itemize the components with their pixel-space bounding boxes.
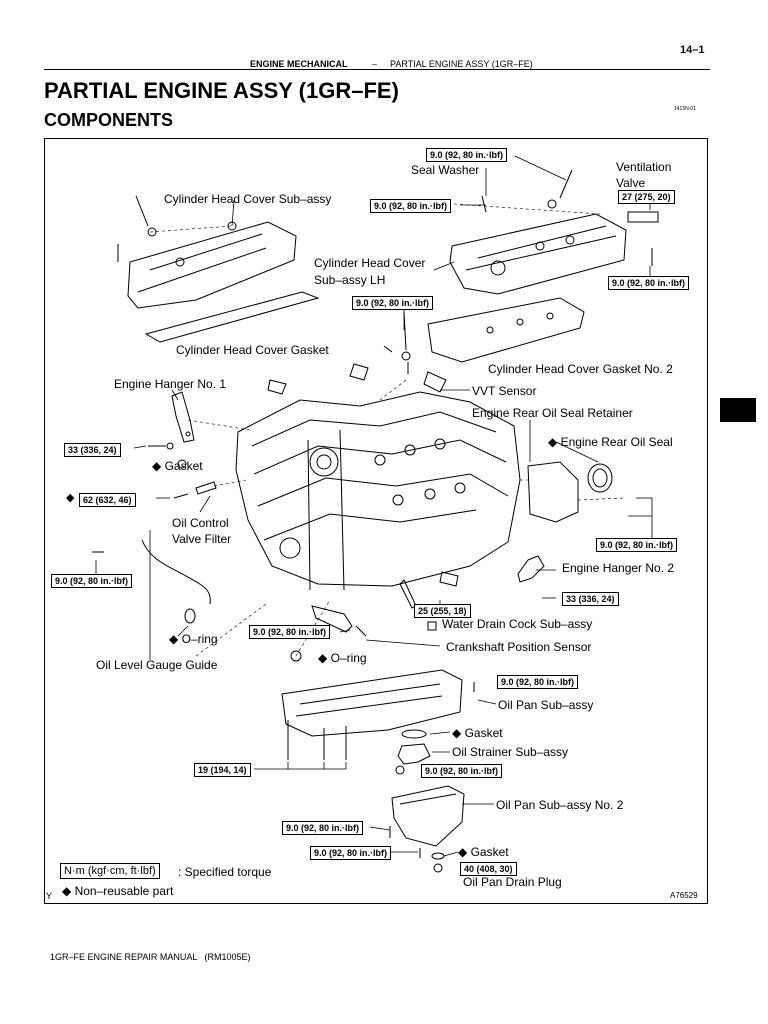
- cylinder-head-cover-lh-drawing: [449, 169, 659, 295]
- label-oil-control-valve-filter-line1: Oil Control: [172, 516, 229, 530]
- label-oil-pan-drain-plug: Oil Pan Drain Plug: [463, 875, 562, 889]
- label-o-ring-2: ◆ O–ring: [318, 651, 367, 665]
- left-side-parts-drawing: [92, 442, 217, 624]
- label-ventilation-valve: Ventilation Valve: [616, 160, 672, 190]
- crankshaft-sensor-drawing: [311, 571, 459, 637]
- cylinder-head-cover-rh-drawing: [117, 195, 297, 309]
- label-o-ring-1: ◆ O–ring: [169, 632, 218, 646]
- torque-spec-water-drain-cock: 25 (255, 18): [414, 604, 471, 618]
- cylinder-head-cover-gasket-no2-drawing: [427, 297, 585, 363]
- label-oil-pan-sub-assy: Oil Pan Sub–assy: [498, 698, 594, 712]
- label-gasket-3: ◆ Gasket: [458, 845, 509, 859]
- section-title: COMPONENTS: [44, 110, 174, 130]
- torque-spec-cover-bolt: 9.0 (92, 80 in.·lbf): [370, 199, 452, 213]
- torque-spec-crankshaft-sensor: 9.0 (92, 80 in.·lbf): [249, 625, 331, 639]
- header-rule: [44, 69, 710, 70]
- oil-pan-no2-drawing: [389, 785, 465, 873]
- ref-code: 1415N-01: [674, 106, 696, 112]
- label-cylinder-head-cover-gasket: Cylinder Head Cover Gasket: [176, 343, 329, 357]
- label-seal-washer: Seal Washer: [411, 163, 480, 177]
- footer-manual-ref: 1GR–FE ENGINE REPAIR MANUAL (RM1005E): [50, 952, 251, 962]
- torque-spec-drain-plug: 40 (408, 30): [460, 862, 517, 876]
- engine-block-drawing: [235, 391, 521, 591]
- label-oil-level-gauge-guide: Oil Level Gauge Guide: [96, 658, 218, 672]
- label-engine-hanger-no2: Engine Hanger No. 2: [562, 561, 675, 575]
- label-vvt-sensor: VVT Sensor: [472, 384, 537, 398]
- label-engine-hanger-no1: Engine Hanger No. 1: [114, 377, 227, 391]
- label-cylinder-head-cover-lh-line1: Cylinder Head Cover: [314, 256, 426, 270]
- oil-pan-drawing: [281, 650, 475, 760]
- header-section: ENGINE MECHANICAL: [250, 59, 348, 69]
- label-gasket-2: ◆ Gasket: [452, 726, 503, 740]
- legend-non-reusable: ◆ Non–reusable part: [62, 884, 174, 898]
- legend-unit-box: N·m (kgf·cm, ft·lbf): [60, 863, 160, 879]
- header-subsection: PARTIAL ENGINE ASSY (1GR–FE): [390, 59, 533, 69]
- torque-spec-oil-pan-no2-nut: 9.0 (92, 80 in.·lbf): [310, 846, 392, 860]
- label-engine-rear-oil-seal-retainer: Engine Rear Oil Seal Retainer: [472, 406, 633, 420]
- torque-spec-oil-pan-no2-bolt: 9.0 (92, 80 in.·lbf): [282, 821, 364, 835]
- torque-spec-seal-washer-bolt: 9.0 (92, 80 in.·lbf): [426, 148, 508, 162]
- label-oil-pan-sub-assy-no2: Oil Pan Sub–assy No. 2: [496, 798, 624, 812]
- engine-hanger-no1-drawing: [171, 391, 195, 443]
- cylinder-head-cover-gasket-drawing: [144, 291, 320, 343]
- label-oil-strainer-sub-assy: Oil Strainer Sub–assy: [452, 745, 569, 759]
- page-title: PARTIAL ENGINE ASSY (1GR–FE): [44, 78, 399, 103]
- label-water-drain-cock: Water Drain Cock Sub–assy: [442, 617, 593, 631]
- header-dash: –: [372, 59, 378, 69]
- corner-mark: Y: [46, 891, 53, 901]
- torque-spec-ventilation-valve: 27 (275, 20): [618, 190, 675, 204]
- engine-hanger-no2-drawing: [517, 555, 545, 583]
- label-cylinder-head-cover-gasket-no2: Cylinder Head Cover Gasket No. 2: [488, 362, 673, 376]
- torque-spec-oil-strainer: 9.0 (92, 80 in.·lbf): [421, 764, 503, 778]
- torque-spec-oil-pan-stud: 19 (194, 14): [194, 763, 251, 777]
- rear-oil-seal-retainer-drawing: [527, 461, 613, 523]
- torque-spec-oil-control-valve: 62 (632, 46): [79, 493, 136, 507]
- oil-strainer-drawing: [395, 729, 431, 775]
- torque-spec-vvt-bolt: 9.0 (92, 80 in.·lbf): [352, 296, 434, 310]
- torque-spec-oil-pan-bolt: 9.0 (92, 80 in.·lbf): [497, 675, 579, 689]
- label-cylinder-head-cover-lh-line2: Sub–assy LH: [314, 273, 386, 287]
- section-tab: [720, 398, 756, 422]
- label-engine-rear-oil-seal: ◆ Engine Rear Oil Seal: [548, 435, 673, 449]
- non-reusable-mark: ◆: [66, 492, 75, 504]
- legend-unit-text: : Specified torque: [178, 865, 272, 879]
- label-gasket-1: ◆ Gasket: [152, 459, 203, 473]
- figure-frame: [44, 138, 708, 904]
- torque-spec-lh-cover-nut: 9.0 (92, 80 in.·lbf): [608, 276, 690, 290]
- label-crankshaft-position-sensor: Crankshaft Position Sensor: [446, 640, 592, 654]
- torque-spec-engine-hanger-no2: 33 (336, 24): [562, 592, 619, 606]
- torque-spec-gauge-guide-bolt: 9.0 (92, 80 in.·lbf): [51, 574, 133, 588]
- label-cylinder-head-cover-sub-assy: Cylinder Head Cover Sub–assy: [164, 192, 332, 206]
- figure-code: A76529: [670, 891, 698, 900]
- page-number: 14–1: [680, 44, 705, 56]
- label-oil-control-valve-filter-line2: Valve Filter: [172, 532, 232, 546]
- torque-spec-engine-hanger-no1: 33 (336, 24): [64, 443, 121, 457]
- torque-spec-retainer-bolt: 9.0 (92, 80 in.·lbf): [596, 538, 678, 552]
